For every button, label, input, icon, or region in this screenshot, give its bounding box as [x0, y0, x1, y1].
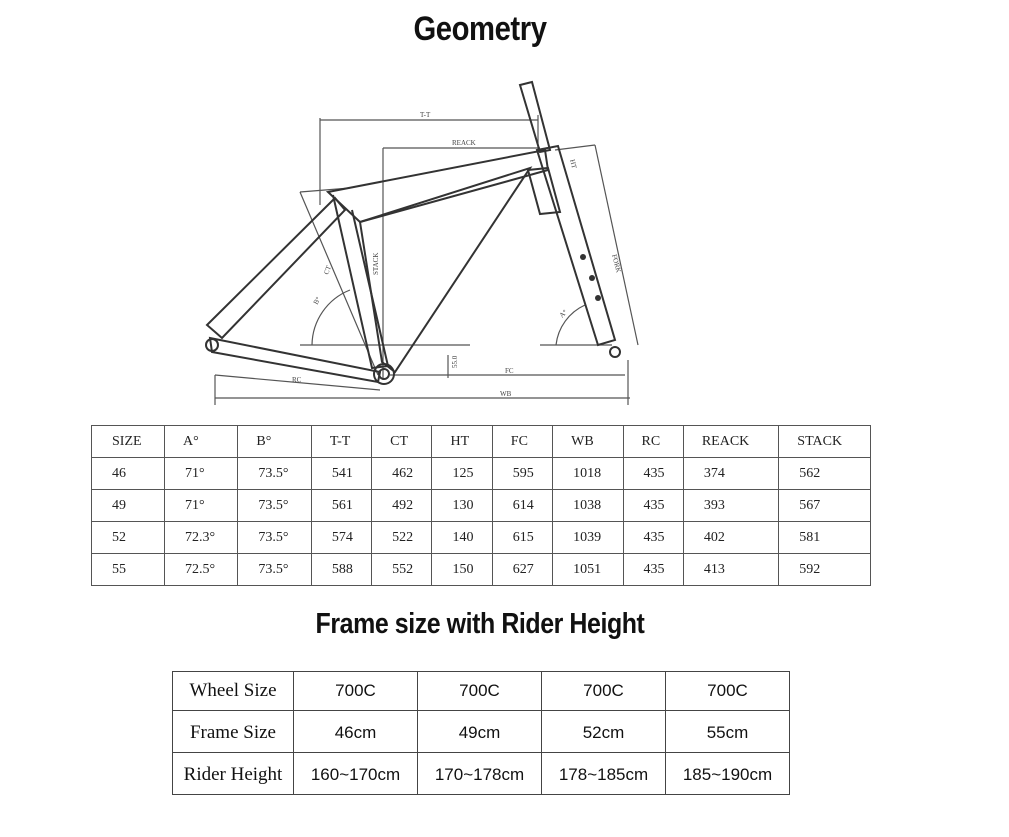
cell: 700C [293, 671, 418, 711]
cell: 413 [682, 553, 780, 586]
cell: 462 [371, 457, 433, 490]
cell: 374 [682, 457, 780, 490]
frame-size-label: Frame Size [172, 710, 294, 753]
cell: 55 [91, 553, 165, 586]
cell: 52cm [541, 710, 666, 753]
label-wb: WB [500, 390, 512, 398]
cell: 55cm [665, 710, 790, 753]
cell: 178~185cm [541, 752, 666, 795]
cell: 71° [163, 489, 239, 522]
cell: 402 [682, 521, 780, 554]
label-a-angle: A° [558, 308, 569, 319]
cell: 1051 [552, 553, 624, 586]
cell: 72.3° [163, 521, 239, 554]
table-row: 55 72.5° 73.5° 588 552 150 627 1051 435 … [91, 553, 871, 586]
cell: 435 [622, 553, 684, 586]
cell: 592 [778, 553, 871, 586]
header-reack: REACK [682, 425, 780, 458]
label-fork: FORK [610, 253, 623, 273]
cell: 185~190cm [665, 752, 790, 795]
cell: 561 [310, 489, 373, 522]
label-tt: T-T [420, 111, 431, 119]
cell: 72.5° [163, 553, 239, 586]
header-size: SIZE [91, 425, 165, 458]
cell: 615 [491, 521, 554, 554]
header-rc: RC [622, 425, 684, 458]
frame-geometry-diagram: T-T REACK HT STACK CT B° A° FORK 55.0 FC… [205, 80, 639, 405]
cell: 700C [665, 671, 790, 711]
cell: 614 [491, 489, 554, 522]
cell: 567 [778, 489, 871, 522]
cell: 1039 [552, 521, 624, 554]
cell: 588 [310, 553, 373, 586]
header-tt: T-T [310, 425, 373, 458]
rider-height-title: Frame size with Rider Height [315, 608, 645, 640]
cell: 150 [431, 553, 493, 586]
label-ht: HT [568, 158, 578, 170]
table-header-row: SIZE A° B° T-T CT HT FC WB RC REACK STAC… [91, 425, 871, 458]
label-fc: FC [505, 367, 514, 375]
cell: 435 [622, 489, 684, 522]
cell: 627 [491, 553, 554, 586]
cell: 46cm [293, 710, 418, 753]
wheel-size-label: Wheel Size [172, 671, 294, 711]
cell: 73.5° [237, 489, 312, 522]
table-row: 49 71° 73.5° 561 492 130 614 1038 435 39… [91, 489, 871, 522]
cell: 49cm [417, 710, 542, 753]
cell: 522 [371, 521, 433, 554]
cell: 46 [91, 457, 165, 490]
cell: 574 [310, 521, 373, 554]
wheel-size-row: Wheel Size 700C 700C 700C 700C [172, 671, 790, 711]
cell: 73.5° [237, 553, 312, 586]
cell: 49 [91, 489, 165, 522]
cell: 160~170cm [293, 752, 418, 795]
header-wb: WB [552, 425, 624, 458]
cell: 492 [371, 489, 433, 522]
label-ct: CT [322, 264, 333, 276]
cell: 541 [310, 457, 373, 490]
cell: 170~178cm [417, 752, 542, 795]
cell: 52 [91, 521, 165, 554]
frame-size-row: Frame Size 46cm 49cm 52cm 55cm [172, 710, 790, 753]
rider-height-table: Wheel Size 700C 700C 700C 700C Frame Siz… [172, 671, 790, 795]
cell: 1018 [552, 457, 624, 490]
cell: 562 [778, 457, 871, 490]
header-b: B° [237, 425, 312, 458]
label-reack: REACK [452, 139, 476, 147]
header-ht: HT [431, 425, 493, 458]
cell: 552 [371, 553, 433, 586]
cell: 435 [622, 457, 684, 490]
label-bb-drop: 55.0 [451, 355, 459, 368]
label-b-angle: B° [312, 295, 323, 306]
cell: 130 [431, 489, 493, 522]
cell: 73.5° [237, 521, 312, 554]
cell: 125 [431, 457, 493, 490]
cell: 581 [778, 521, 871, 554]
cell: 700C [541, 671, 666, 711]
cell: 73.5° [237, 457, 312, 490]
rider-height-row: Rider Height 160~170cm 170~178cm 178~185… [172, 752, 790, 795]
table-row: 52 72.3° 73.5° 574 522 140 615 1039 435 … [91, 521, 871, 554]
header-ct: CT [371, 425, 433, 458]
cell: 71° [163, 457, 239, 490]
cell: 435 [622, 521, 684, 554]
cell: 700C [417, 671, 542, 711]
label-stack: STACK [372, 253, 380, 275]
cell: 1038 [552, 489, 624, 522]
table-row: 46 71° 73.5° 541 462 125 595 1018 435 37… [91, 457, 871, 490]
cell: 393 [682, 489, 780, 522]
label-rc: RC [292, 376, 302, 384]
cell: 595 [491, 457, 554, 490]
geometry-table: SIZE A° B° T-T CT HT FC WB RC REACK STAC… [91, 425, 871, 586]
geometry-title: Geometry [413, 10, 547, 48]
cell: 140 [431, 521, 493, 554]
header-a: A° [163, 425, 239, 458]
header-fc: FC [491, 425, 554, 458]
header-stack: STACK [778, 425, 871, 458]
rider-height-label: Rider Height [172, 752, 294, 795]
